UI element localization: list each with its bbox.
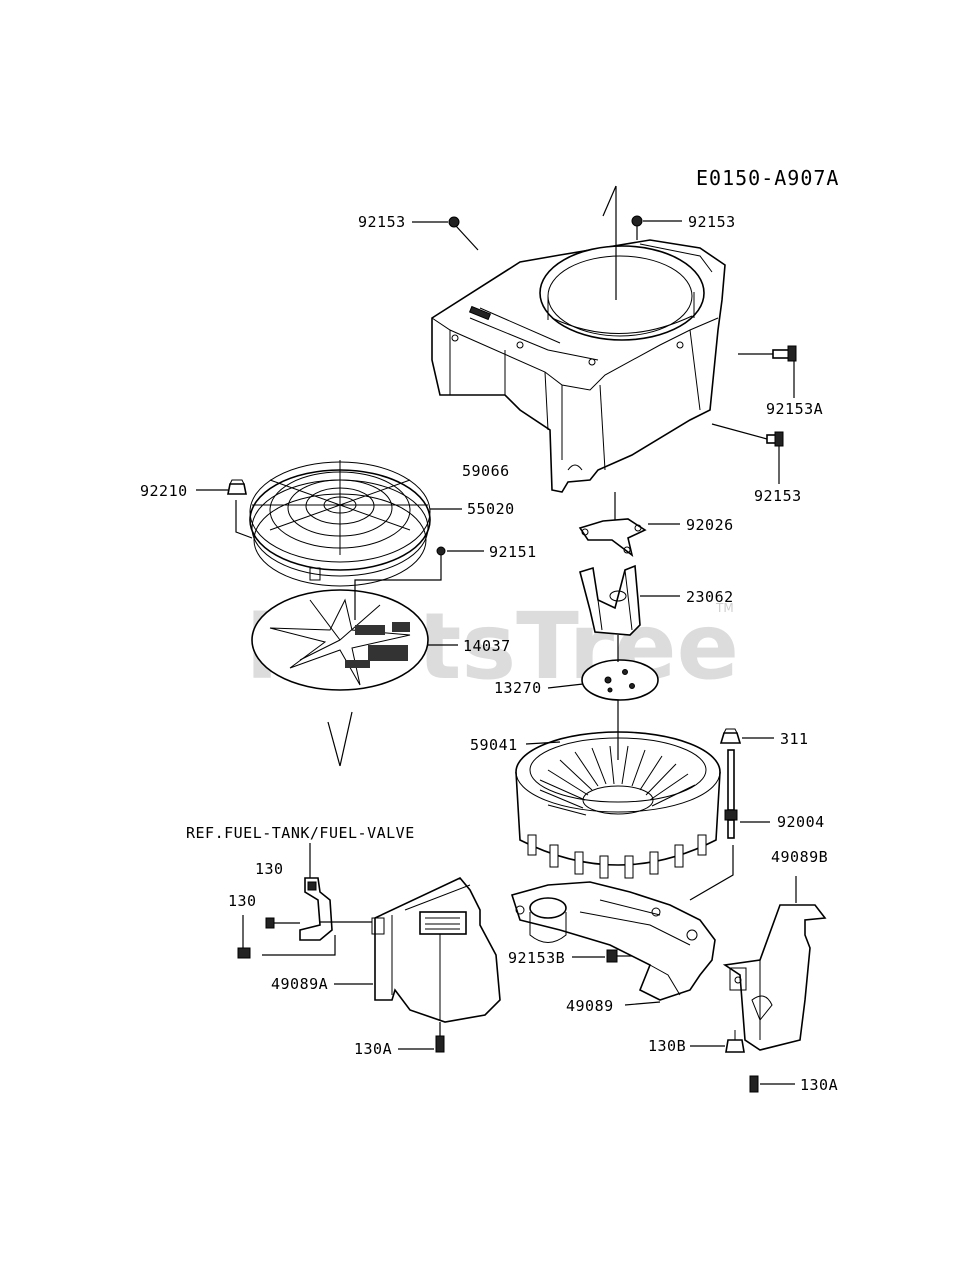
flywheel-59041[interactable]	[515, 731, 721, 879]
fan-screen-55020[interactable]	[235, 460, 431, 587]
label-49089A[interactable]: 49089A	[271, 975, 328, 993]
label-59041[interactable]: 59041	[470, 736, 518, 754]
alignment-arrow-top	[602, 185, 617, 217]
label-92151[interactable]: 92151	[489, 543, 537, 561]
bolt-130-lower[interactable]	[237, 915, 251, 959]
label-49089B[interactable]: 49089B	[771, 848, 828, 866]
label-130A-left[interactable]: 130A	[354, 1040, 392, 1058]
label-92004[interactable]: 92004	[777, 813, 825, 831]
label-130-a[interactable]: 130	[255, 860, 284, 878]
bracket-130[interactable]	[299, 877, 333, 941]
label-92153B[interactable]: 92153B	[508, 949, 565, 967]
reference-note: REF.FUEL-TANK/FUEL-VALVE	[186, 824, 415, 842]
screw-92151[interactable]	[354, 546, 446, 620]
label-311[interactable]: 311	[780, 730, 809, 748]
screw-92153-left[interactable]	[448, 216, 479, 251]
label-13270[interactable]: 13270	[494, 679, 542, 697]
cover-49089A[interactable]	[371, 877, 501, 1023]
label-14037[interactable]: 14037	[463, 637, 511, 655]
bracket-23062[interactable]	[579, 564, 641, 636]
label-59066[interactable]: 59066	[462, 462, 510, 480]
watermark-tm: TM	[715, 601, 734, 615]
plate-13270[interactable]	[581, 659, 659, 701]
label-92153-top[interactable]: 92153	[688, 213, 736, 231]
label-92026[interactable]: 92026	[686, 516, 734, 534]
label-92153-right[interactable]: 92153	[754, 487, 802, 505]
nut-311[interactable]	[719, 728, 742, 744]
screw-92153B[interactable]	[606, 949, 632, 963]
alignment-line-left	[339, 711, 353, 767]
screw-92153-top[interactable]	[631, 215, 643, 240]
plate-92026[interactable]	[578, 518, 647, 557]
label-130-b[interactable]: 130	[228, 892, 257, 910]
baffle-49089[interactable]	[510, 881, 716, 1001]
label-130A-right[interactable]: 130A	[800, 1076, 838, 1094]
nut-92210[interactable]	[227, 479, 247, 495]
cooling-plate-14037[interactable]	[251, 589, 429, 691]
label-92153A[interactable]: 92153A	[766, 400, 823, 418]
label-23062[interactable]: 23062	[686, 588, 734, 606]
label-92153-left[interactable]: 92153	[358, 213, 406, 231]
bolt-130-side[interactable]	[265, 917, 300, 929]
bolt-130A-right[interactable]	[749, 1075, 759, 1093]
screw-92153-right[interactable]	[711, 423, 784, 447]
nut-130B[interactable]	[725, 1030, 745, 1053]
label-55020[interactable]: 55020	[467, 500, 515, 518]
cover-49089B[interactable]	[722, 904, 827, 1051]
label-130B[interactable]: 130B	[648, 1037, 686, 1055]
screw-92153A[interactable]	[738, 345, 797, 362]
bolt-130A-left[interactable]	[435, 1022, 445, 1053]
diagram-code: E0150-A907A	[696, 166, 839, 190]
label-49089[interactable]: 49089	[566, 997, 614, 1015]
stud-92004[interactable]	[724, 749, 738, 839]
label-92210[interactable]: 92210	[140, 482, 188, 500]
blower-housing-59066[interactable]	[431, 239, 726, 493]
